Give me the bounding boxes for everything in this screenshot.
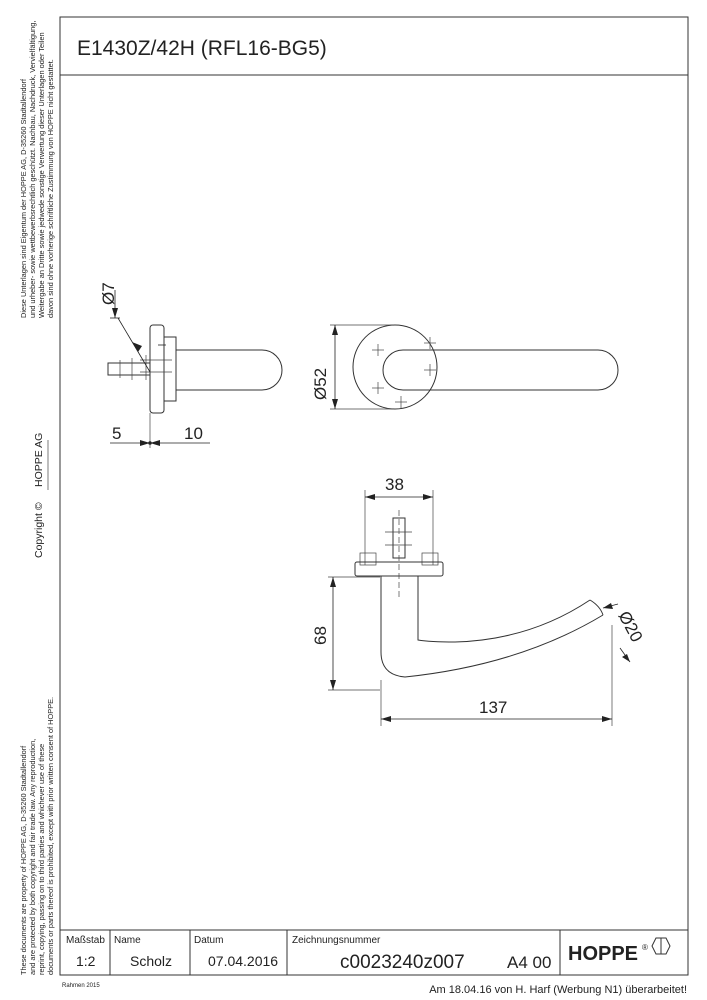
grip-arrow-bottom xyxy=(622,654,630,662)
offset-dot xyxy=(148,441,152,445)
length-arrow-right xyxy=(602,716,612,722)
top-lever-outer xyxy=(380,576,604,678)
hoppe-logo-registered: ® xyxy=(642,943,648,952)
date-value: 07.04.2016 xyxy=(208,953,278,969)
height-label: 68 xyxy=(311,626,330,645)
title-block: Maßstab 1:2 Name Scholz Datum 07.04.2016… xyxy=(60,929,688,975)
copyright-label: Copyright © xyxy=(33,502,45,558)
side-rose-plate xyxy=(149,324,165,414)
revision-note: Am 18.04.16 von H. Harf (Werbung N1) übe… xyxy=(429,984,687,996)
date-label: Datum xyxy=(194,935,223,946)
copyright-notice-english: These documents are property of HOPPE AG… xyxy=(19,697,55,975)
rose-arrow-top xyxy=(332,325,338,335)
front-handle-lever xyxy=(382,349,619,391)
copyright-en-line-4: documents or parts thereof is prohibited… xyxy=(46,697,55,975)
offset-right-label: 10 xyxy=(184,424,203,443)
side-rose-sleeve xyxy=(163,336,177,402)
width-arrow-right xyxy=(423,494,433,500)
name-label: Name xyxy=(114,935,141,946)
offset-arrow-right xyxy=(150,440,160,446)
length-arrow-left xyxy=(381,716,391,722)
scale-value: 1:2 xyxy=(76,953,96,969)
top-view: 38 Ø20 68 137 xyxy=(311,475,646,726)
copyright-en-line-2: and are protected by both copyright and … xyxy=(28,739,37,975)
grip-arrow-top xyxy=(603,603,613,609)
grip-diameter-label: Ø20 xyxy=(614,608,646,645)
length-label: 137 xyxy=(479,698,507,717)
width-arrow-left xyxy=(365,494,375,500)
company-name: HOPPE AG xyxy=(33,433,45,487)
rose-diameter-label: Ø52 xyxy=(311,368,330,400)
pin-diameter-label: Ø7 xyxy=(99,282,118,305)
top-screw-right xyxy=(421,552,439,566)
top-lever-tip xyxy=(589,599,604,616)
height-arrow-bottom xyxy=(330,680,336,690)
copyright-de-line-2: und urheber- sowie wettbewerbsrechtlich … xyxy=(28,21,37,318)
height-arrow-top xyxy=(330,577,336,587)
drawing-title: E1430Z/42H (RFL16-BG5) xyxy=(77,37,327,60)
side-spindle xyxy=(107,362,151,376)
front-rose xyxy=(352,324,438,410)
hoppe-logo: HOPPE xyxy=(568,943,638,965)
front-view: Ø52 xyxy=(311,324,619,410)
hoppe-logo-mark-icon xyxy=(651,937,671,955)
offset-left-label: 5 xyxy=(112,424,121,443)
side-view: Ø7 5 10 xyxy=(99,282,283,448)
offset-arrow-left xyxy=(140,440,150,446)
top-screw-left xyxy=(359,552,377,566)
front-screw-marks xyxy=(372,337,436,408)
copyright-en-line-3: reprint, copying, passing on to third pa… xyxy=(37,744,46,975)
top-lever-inner xyxy=(417,576,591,643)
pin-arrow-2 xyxy=(132,342,142,352)
drawing-frame xyxy=(59,16,689,976)
drawing-number-value: c0023240z007 xyxy=(340,952,465,973)
rose-arrow-bottom xyxy=(332,399,338,409)
frame-version: Rahmen 2015 xyxy=(62,983,100,989)
copyright-notice-german: Diese Unterlagen sind Eigentum der HOPPE… xyxy=(19,21,55,318)
copyright-de-line-3: Weitergabe an Dritte sowie jedwede sonst… xyxy=(37,32,46,318)
copyright-de-line-1: Diese Unterlagen sind Eigentum der HOPPE… xyxy=(19,78,28,318)
copyright-en-line-1: These documents are property of HOPPE AG… xyxy=(19,745,28,975)
format-value: A4 00 xyxy=(507,953,551,972)
drawing-number-label: Zeichnungsnummer xyxy=(292,935,381,946)
copyright-de-line-4: davon sind ohne vorherige schriftliche Z… xyxy=(46,59,55,318)
scale-label: Maßstab xyxy=(66,935,105,946)
rose-width-label: 38 xyxy=(385,475,404,494)
name-value: Scholz xyxy=(130,953,172,969)
side-handle-end xyxy=(176,349,283,391)
pin-arrow xyxy=(112,308,118,318)
